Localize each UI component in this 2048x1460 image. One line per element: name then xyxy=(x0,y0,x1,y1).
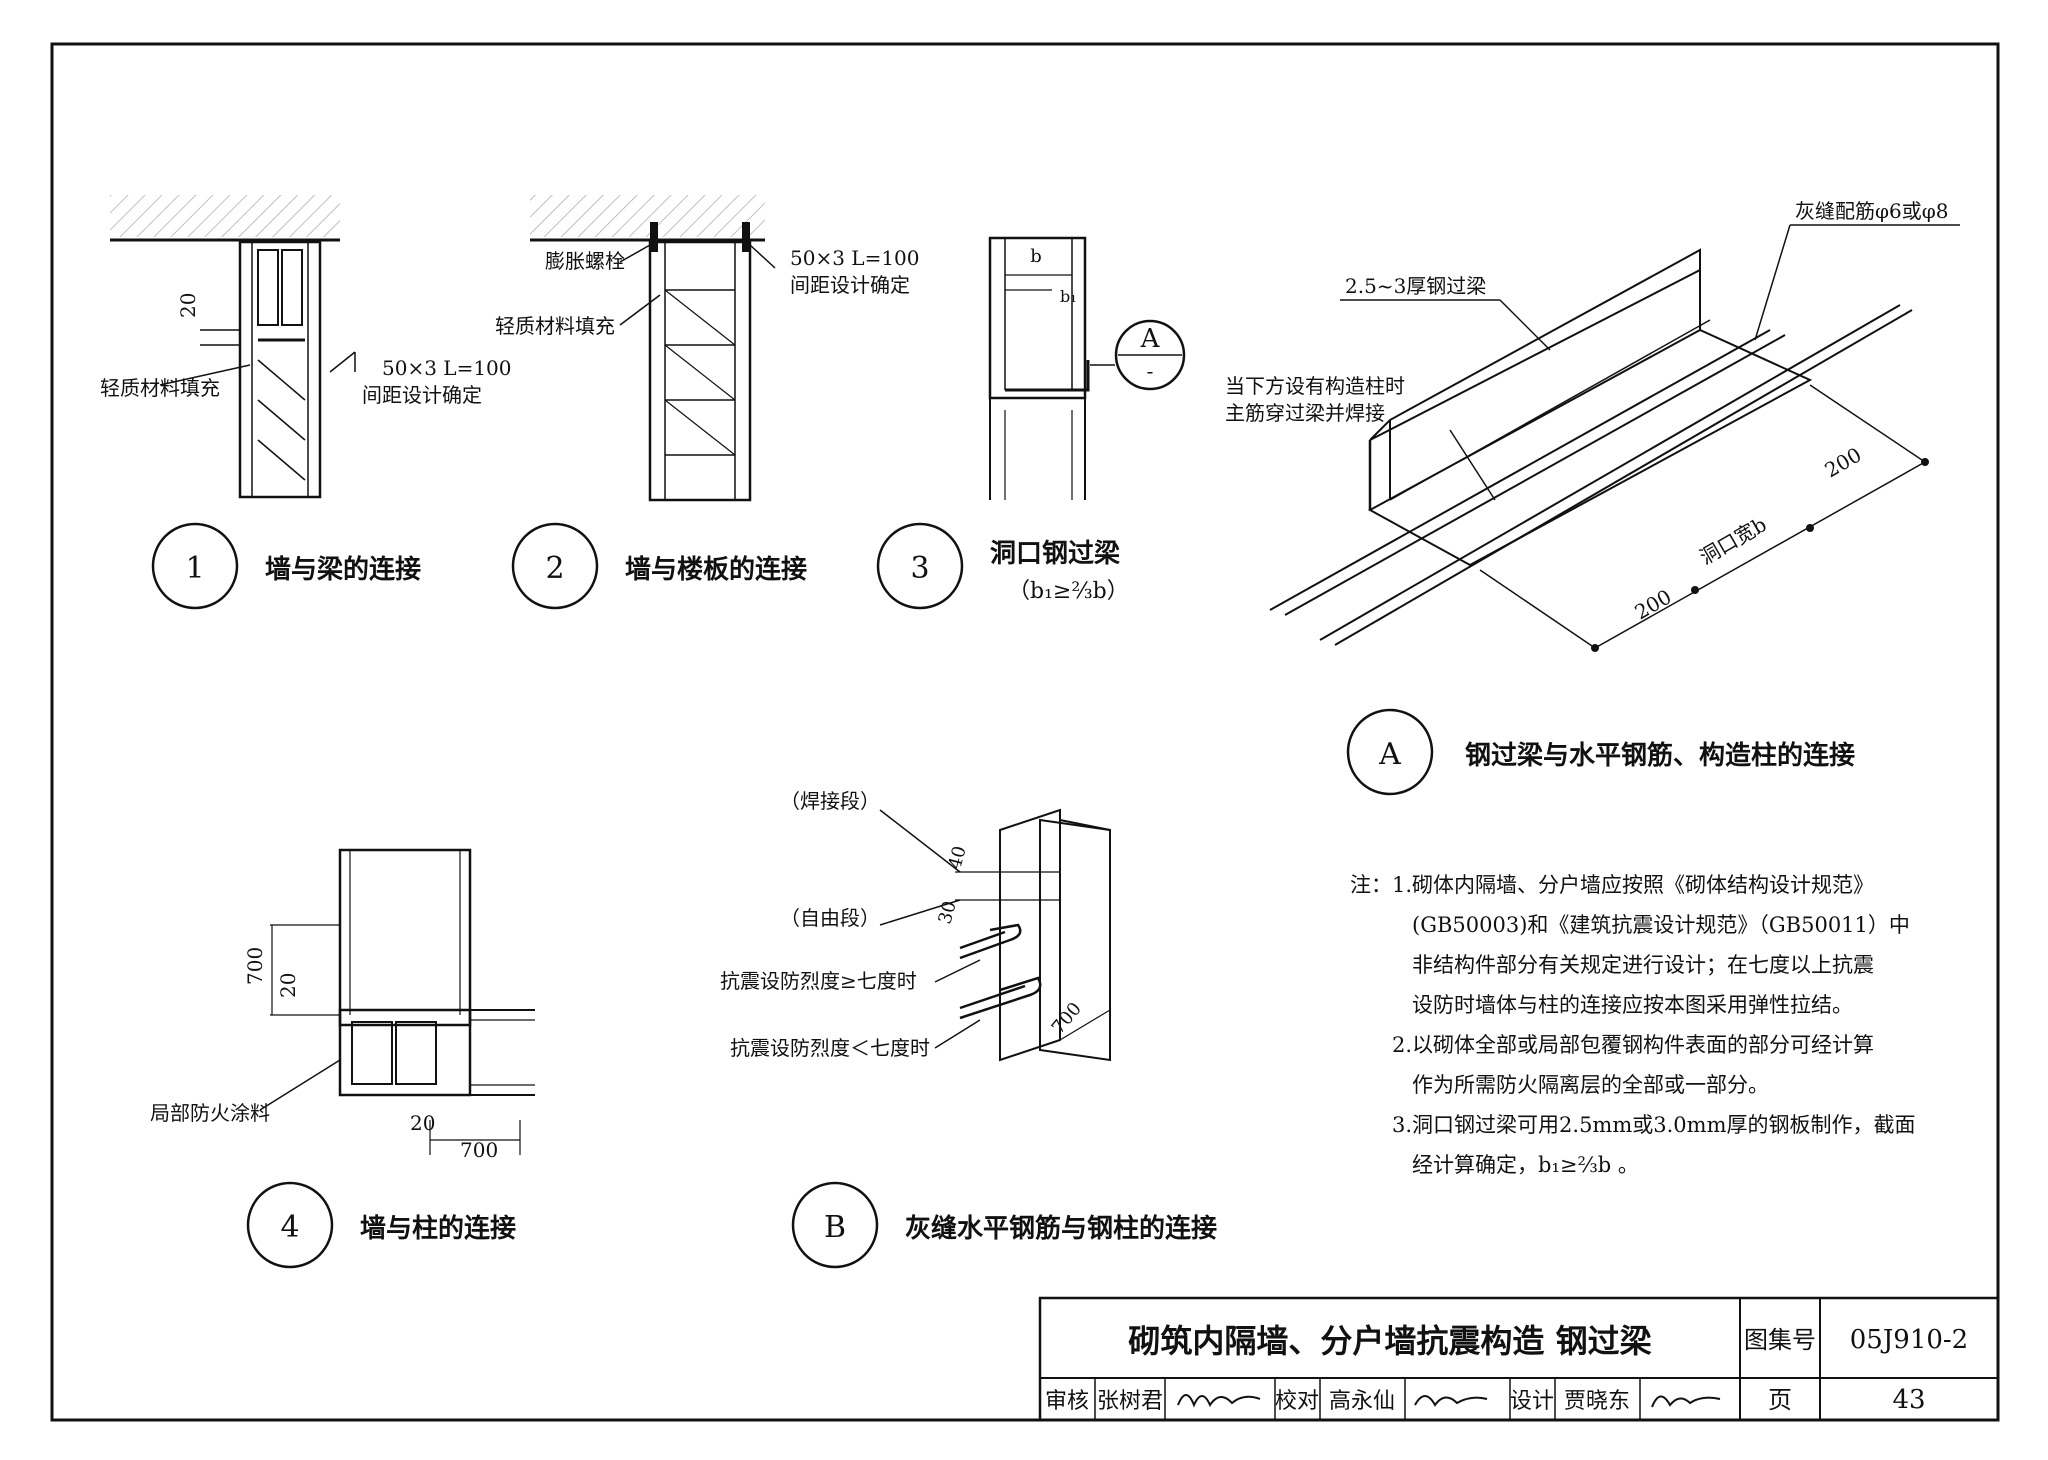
notes-line: 2.以砌体全部或局部包覆钢构件表面的部分可经计算 xyxy=(1392,1033,1874,1057)
d4-fire-label: 局部防火涂料 xyxy=(150,1101,270,1125)
sheet-border xyxy=(50,42,2000,1422)
notes-line: 非结构件部分有关规定进行设计；在七度以上抗震 xyxy=(1412,953,1874,977)
notes-line: 作为所需防火隔离层的全部或一部分。 xyxy=(1412,1073,1769,1097)
da-dim-200a: 200 xyxy=(1631,584,1676,624)
db-dim-30: 30 xyxy=(935,899,961,927)
detail-2-id: 2 xyxy=(545,551,564,586)
detail-b-id: B xyxy=(824,1210,846,1245)
d4-dim-700a: 700 xyxy=(243,947,267,985)
notes-head: 注： xyxy=(1350,873,1392,897)
db-ge7-label: 抗震设防烈度≥七度时 xyxy=(720,969,917,993)
da-dim-200b: 200 xyxy=(1821,442,1866,482)
d1-spacing-label: 间距设计确定 xyxy=(362,383,482,407)
detail-1-marker xyxy=(151,522,239,610)
designer-name: 贾晓东 xyxy=(1564,1389,1630,1414)
d2-spacing-label: 间距设计确定 xyxy=(790,273,910,297)
review-label: 审核 xyxy=(1045,1389,1089,1414)
da-note1-label: 当下方设有构造柱时 xyxy=(1225,374,1405,398)
page-number: 43 xyxy=(1892,1385,1925,1415)
detail-a-marker xyxy=(1346,708,1434,796)
da-note2-label: 主筋穿过梁并焊接 xyxy=(1225,401,1385,425)
d4-dim-20b: 20 xyxy=(410,1111,435,1135)
detail-3-drawing xyxy=(988,236,1115,500)
db-dim-40: 40 xyxy=(945,844,971,872)
notes-line: 3.洞口钢过梁可用2.5mm或3.0mm厚的钢板制作，截面 xyxy=(1392,1113,1915,1137)
detail-a-drawing xyxy=(1269,224,1960,652)
reviewer-name: 张树君 xyxy=(1097,1389,1163,1414)
detail-4-id: 4 xyxy=(280,1210,299,1245)
check-label: 校对 xyxy=(1275,1389,1319,1414)
db-free-label: （自由段） xyxy=(780,906,880,930)
detail-2-drawing xyxy=(530,195,776,502)
atlas-label: 图集号 xyxy=(1744,1326,1816,1354)
design-label: 设计 xyxy=(1510,1389,1554,1414)
d1-fill-label: 轻质材料填充 xyxy=(100,376,220,400)
detail-1-caption: 墙与梁的连接 xyxy=(265,554,421,585)
d3-ref-sub: - xyxy=(1147,359,1154,383)
da-steel-label: 2.5~3厚钢过梁 xyxy=(1345,274,1486,298)
d3-ref-id: A xyxy=(1140,324,1161,354)
detail-b-drawing xyxy=(879,808,1111,1062)
detail-3-id: 3 xyxy=(910,551,929,586)
detail-b-marker xyxy=(791,1181,879,1269)
page-label: 页 xyxy=(1768,1386,1792,1414)
detail-2-marker xyxy=(511,522,599,610)
detail-a-id: A xyxy=(1378,737,1401,772)
detail-3-marker xyxy=(876,522,964,610)
da-bar-label: 灰缝配筋φ6或φ8 xyxy=(1795,199,1948,223)
detail-1-drawing xyxy=(110,195,356,499)
detail-4-marker xyxy=(246,1181,334,1269)
detail-b-caption: 灰缝水平钢筋与钢柱的连接 xyxy=(905,1213,1217,1244)
notes-line: (GB50003)和《建筑抗震设计规范》（GB50011）中 xyxy=(1412,913,1910,937)
db-lt7-label: 抗震设防烈度＜七度时 xyxy=(730,1036,930,1060)
db-dim-700: 700 xyxy=(1048,998,1086,1038)
d2-fill-label: 轻质材料填充 xyxy=(495,314,615,338)
d2-bolt-label: 膨胀螺栓 xyxy=(545,249,625,273)
d1-dim-20: 20 xyxy=(176,293,200,318)
d3-b1-label: b₁ xyxy=(1060,287,1077,306)
notes-block: 注： 1.砌体内隔墙、分户墙应按照《砌体结构设计规范》 (GB50003)和《建… xyxy=(1350,873,1915,1177)
detail-3-subcaption: （b₁≥⅔b） xyxy=(1008,579,1129,604)
d3-b-label: b xyxy=(1030,246,1042,267)
detail-3-caption: 洞口钢过梁 xyxy=(990,539,1120,569)
d2-angle-label: 50×3 L=100 xyxy=(790,246,920,270)
detail-4-caption: 墙与柱的连接 xyxy=(360,1213,516,1244)
detail-1-id: 1 xyxy=(185,551,204,586)
title-block xyxy=(1038,1296,2000,1422)
notes-line: 1.砌体内隔墙、分户墙应按照《砌体结构设计规范》 xyxy=(1392,873,1874,897)
da-width-label: 洞口宽b xyxy=(1696,512,1771,569)
drawing-title: 砌筑内隔墙、分户墙抗震构造 钢过梁 xyxy=(1128,1322,1651,1360)
d4-dim-700b: 700 xyxy=(460,1138,498,1162)
d3-section-marker xyxy=(1114,319,1186,391)
d1-angle-label: 50×3 L=100 xyxy=(382,356,512,380)
d4-dim-20a: 20 xyxy=(276,973,300,998)
checker-name: 高永仙 xyxy=(1329,1389,1395,1414)
detail-a-caption: 钢过梁与水平钢筋、构造柱的连接 xyxy=(1465,740,1855,771)
db-weld-label: （焊接段） xyxy=(780,789,880,813)
detail-2-caption: 墙与楼板的连接 xyxy=(625,554,807,585)
detail-4-drawing xyxy=(259,848,535,1155)
atlas-number: 05J910-2 xyxy=(1850,1325,1968,1355)
notes-line: 经计算确定，b₁≥⅔b 。 xyxy=(1412,1153,1639,1177)
notes-line: 设防时墙体与柱的连接应按本图采用弹性拉结。 xyxy=(1412,993,1853,1017)
